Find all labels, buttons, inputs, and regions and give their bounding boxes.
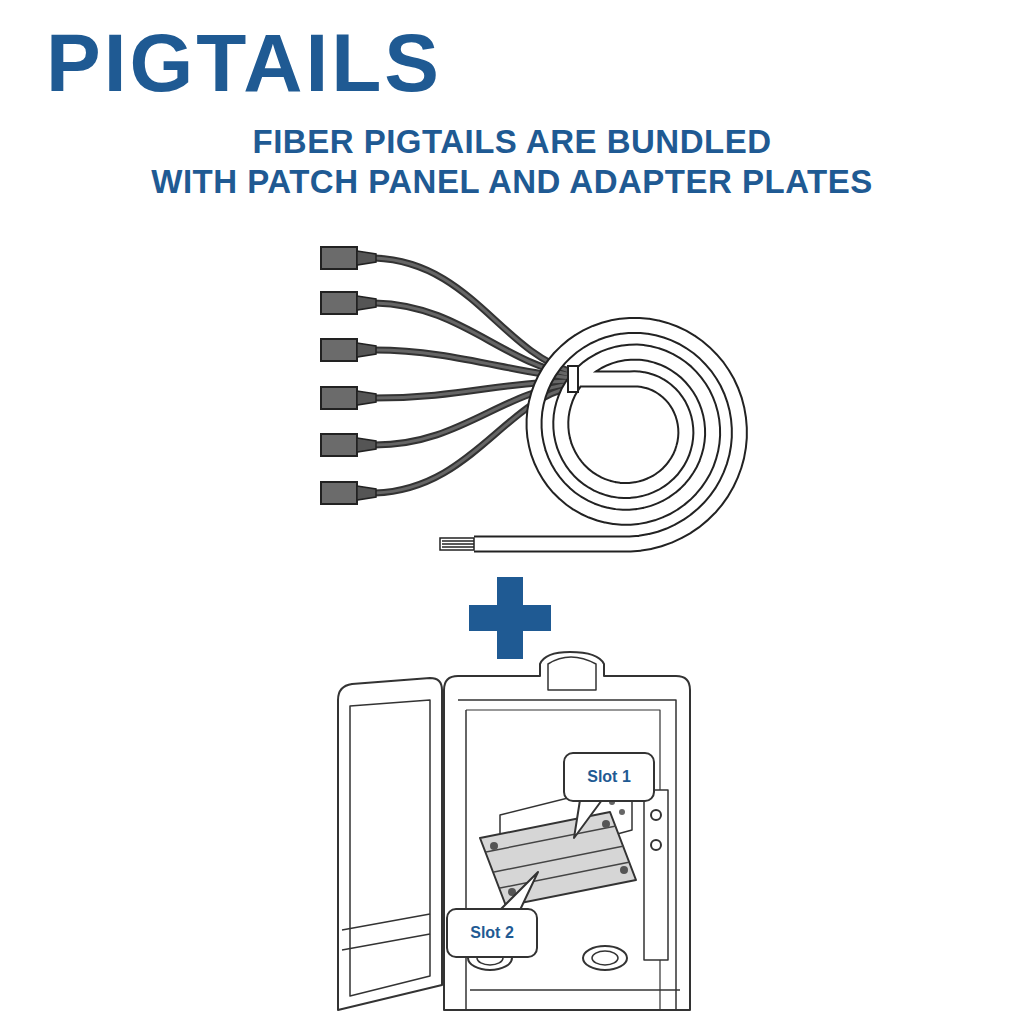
title: PIGTAILS — [46, 22, 442, 104]
callout-box: Slot 2 — [446, 908, 538, 958]
coiled-cable — [474, 325, 739, 544]
callout-pointer — [574, 800, 602, 838]
callout-label: Slot 1 — [587, 768, 631, 786]
callout-box: Slot 1 — [563, 752, 655, 802]
subtitle: FIBER PIGTAILS ARE BUNDLED WITH PATCH PA… — [40, 122, 984, 203]
plus-sign — [469, 577, 551, 659]
stripped-fibers — [440, 538, 474, 550]
callout-pointer — [500, 872, 538, 910]
enclosure — [338, 652, 690, 1010]
callout-label: Slot 2 — [470, 924, 514, 942]
fiber-connectors — [321, 247, 376, 504]
